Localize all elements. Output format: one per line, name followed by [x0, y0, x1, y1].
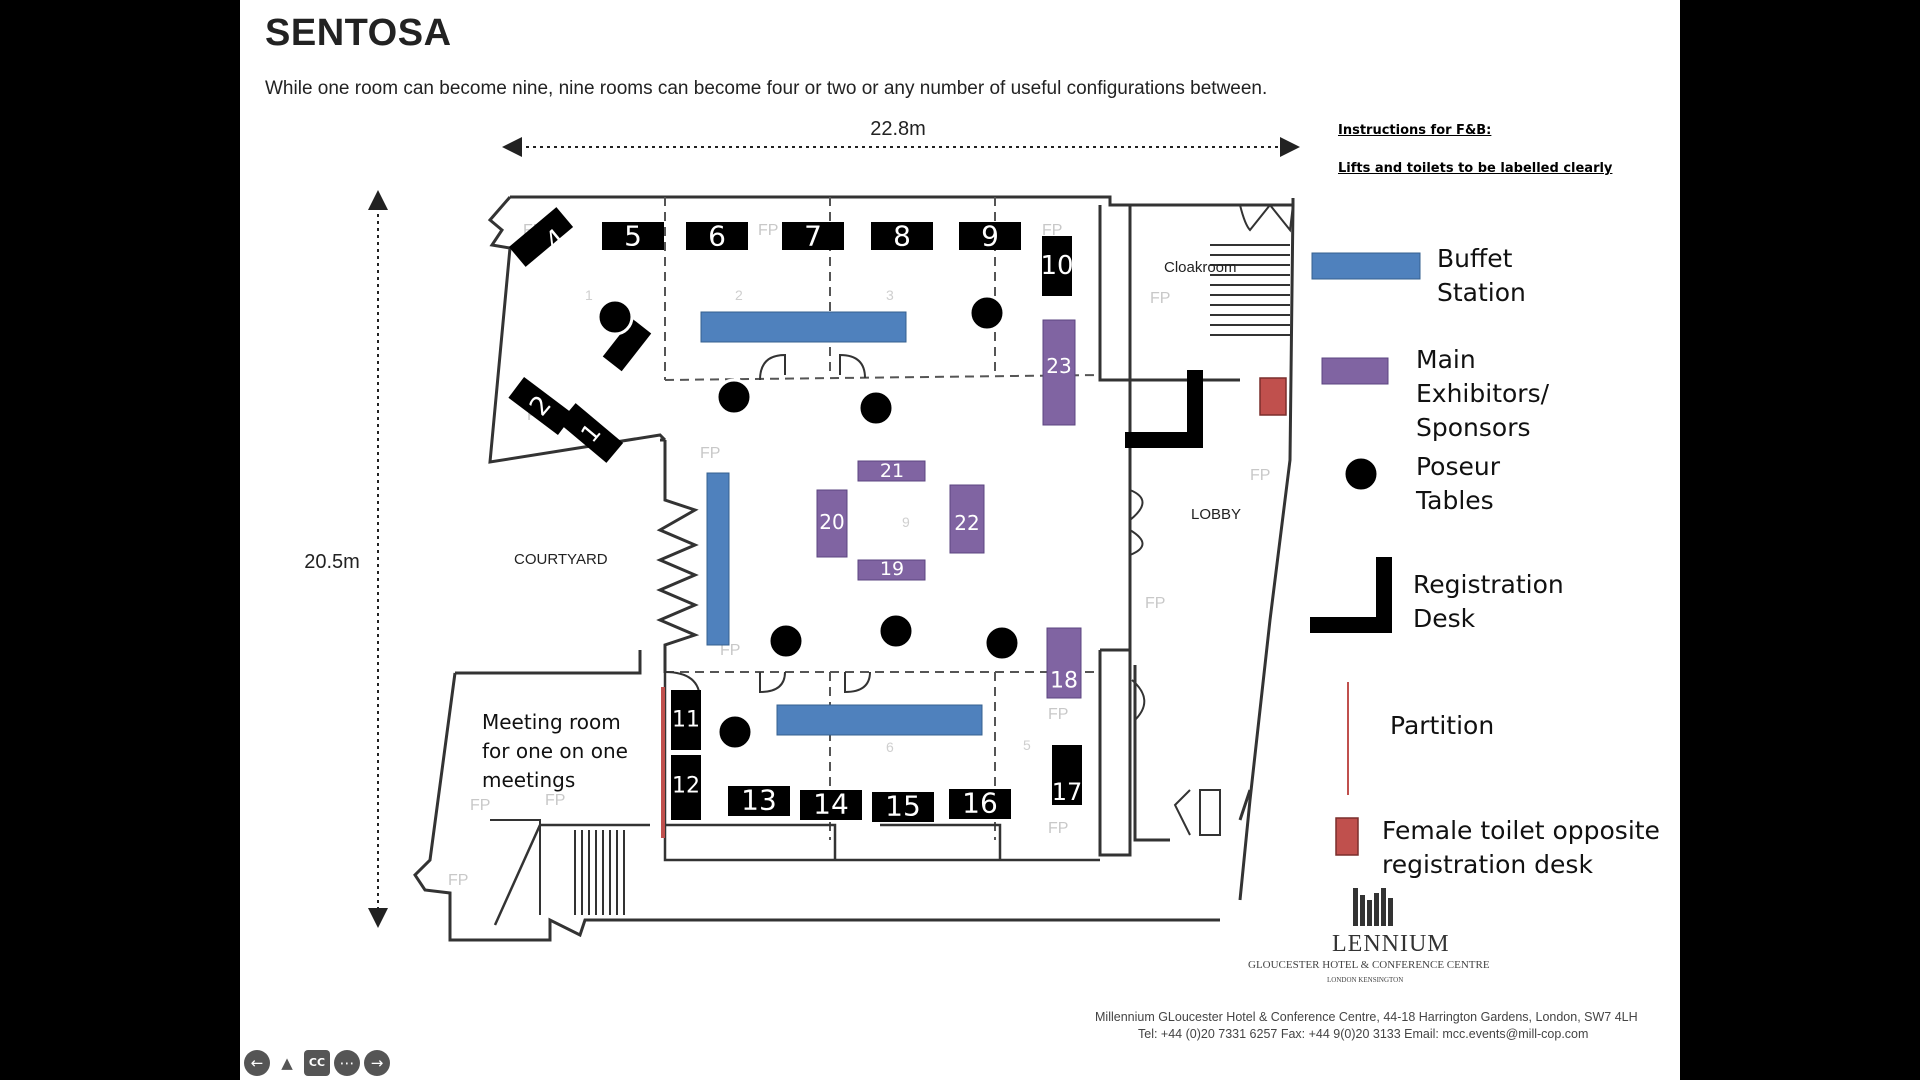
back-icon[interactable]: ←	[244, 1050, 270, 1076]
legend-partition-label: Partition	[1390, 711, 1495, 740]
booth-7: 7	[804, 220, 822, 253]
presentation-controls: ← ▲ CC ⋯ →	[240, 1050, 410, 1078]
booth-11: 11	[672, 708, 700, 733]
female-toilet-marker	[1259, 377, 1287, 416]
legend-buffet-swatch	[1311, 252, 1421, 280]
meeting-room-label: Meeting room for one on one meetings	[482, 710, 634, 792]
booth-10: 10	[1040, 251, 1073, 281]
booth-9: 9	[981, 220, 999, 253]
cloakroom-label: Cloakroom	[1164, 259, 1237, 276]
svg-text:5: 5	[1023, 737, 1031, 753]
buffet-station	[776, 704, 983, 736]
booth-14: 14	[813, 788, 849, 821]
width-dimension-label: 22.8m	[870, 118, 926, 140]
sponsor-18: 18	[1050, 669, 1078, 694]
svg-text:FP: FP	[448, 872, 468, 889]
room-numbers: 1 2 3 9 6 5	[585, 287, 1031, 755]
stairs-bottom	[490, 819, 625, 915]
instructions-heading: Instructions for F&B:	[1338, 123, 1492, 138]
legend-registration-swatch	[1310, 557, 1392, 633]
booth-6: 6	[708, 220, 726, 253]
logo-line2: LONDON KENSINGTON	[1327, 976, 1404, 984]
sponsor-22: 22	[954, 511, 979, 535]
courtyard-label: COURTYARD	[514, 551, 608, 568]
svg-text:FP: FP	[1250, 467, 1270, 484]
poseur-tables	[596, 294, 1021, 751]
legend-exhibitor-swatch	[1321, 357, 1389, 385]
booth-13: 13	[741, 784, 777, 817]
svg-text:FP: FP	[1048, 820, 1068, 837]
height-dimension-label: 20.5m	[304, 551, 360, 573]
logo-mark	[1353, 888, 1393, 926]
svg-text:FP: FP	[720, 642, 740, 659]
doors	[664, 353, 1221, 836]
svg-text:9: 9	[902, 514, 910, 530]
booth-17: 17	[1052, 778, 1083, 806]
sponsor-booths	[816, 319, 1082, 699]
more-icon[interactable]: ⋯	[334, 1050, 360, 1076]
svg-text:FP: FP	[545, 792, 565, 809]
sponsor-20: 20	[819, 510, 844, 534]
svg-text:FP: FP	[1048, 706, 1068, 723]
svg-text:6: 6	[886, 739, 894, 755]
svg-text:FP: FP	[1150, 290, 1170, 307]
svg-text:1: 1	[585, 287, 593, 303]
registration-desk	[1125, 370, 1203, 448]
footer-contact: Tel: +44 (0)20 7331 6257 Fax: +44 9(0)20…	[1138, 1027, 1589, 1041]
sponsor-21: 21	[880, 460, 904, 482]
svg-text:FP: FP	[1042, 222, 1062, 239]
lobby-label: LOBBY	[1191, 506, 1241, 523]
booth-8: 8	[893, 220, 911, 253]
booth-16: 16	[962, 787, 998, 820]
walls	[413, 195, 1295, 942]
booth-12: 12	[672, 774, 700, 799]
svg-text:FP: FP	[1145, 595, 1165, 612]
exhibitor-labels: 1 2 3 4 5 6 7 8 9 10 11 12 13 14 15 16 1…	[515, 220, 1082, 823]
forward-icon[interactable]: →	[364, 1050, 390, 1076]
page-title: SENTOSA	[265, 12, 452, 54]
buffet-stations	[700, 311, 983, 736]
page-subtitle: While one room can become nine, nine roo…	[265, 78, 1268, 99]
booth-15: 15	[885, 790, 921, 823]
logo-brand: LENNIUM	[1332, 931, 1450, 957]
pointer-icon[interactable]: ▲	[281, 1054, 293, 1072]
legend-poseur-swatch	[1342, 455, 1380, 493]
svg-text:FP: FP	[758, 222, 778, 239]
svg-text:FP: FP	[700, 445, 720, 462]
buffet-station	[700, 311, 907, 343]
svg-text:FP: FP	[470, 797, 490, 814]
booth-5: 5	[624, 220, 642, 253]
footer-address: Millennium GLoucester Hotel & Conference…	[1095, 1010, 1638, 1024]
exhibitor-booths	[508, 207, 1082, 822]
stairs-top	[1210, 203, 1294, 336]
booth-3: 3	[515, 311, 533, 344]
instructions-line: Lifts and toilets to be labelled clearly	[1338, 161, 1613, 176]
sponsor-23: 23	[1046, 354, 1071, 378]
floor-plan: 22.8m 20.5m	[304, 118, 1421, 942]
buffet-station	[706, 472, 730, 646]
svg-text:2: 2	[735, 287, 743, 303]
logo-line1: GLOUCESTER HOTEL & CONFERENCE CENTRE	[1248, 959, 1490, 971]
sponsor-19: 19	[880, 558, 904, 580]
legend-toilet-swatch	[1335, 817, 1359, 856]
cc-icon[interactable]: CC	[304, 1050, 330, 1076]
slide: SENTOSA While one room can become nine, …	[240, 0, 1680, 1080]
svg-text:3: 3	[886, 287, 894, 303]
sponsor-labels: 23 21 20 22 19 18	[819, 354, 1078, 694]
